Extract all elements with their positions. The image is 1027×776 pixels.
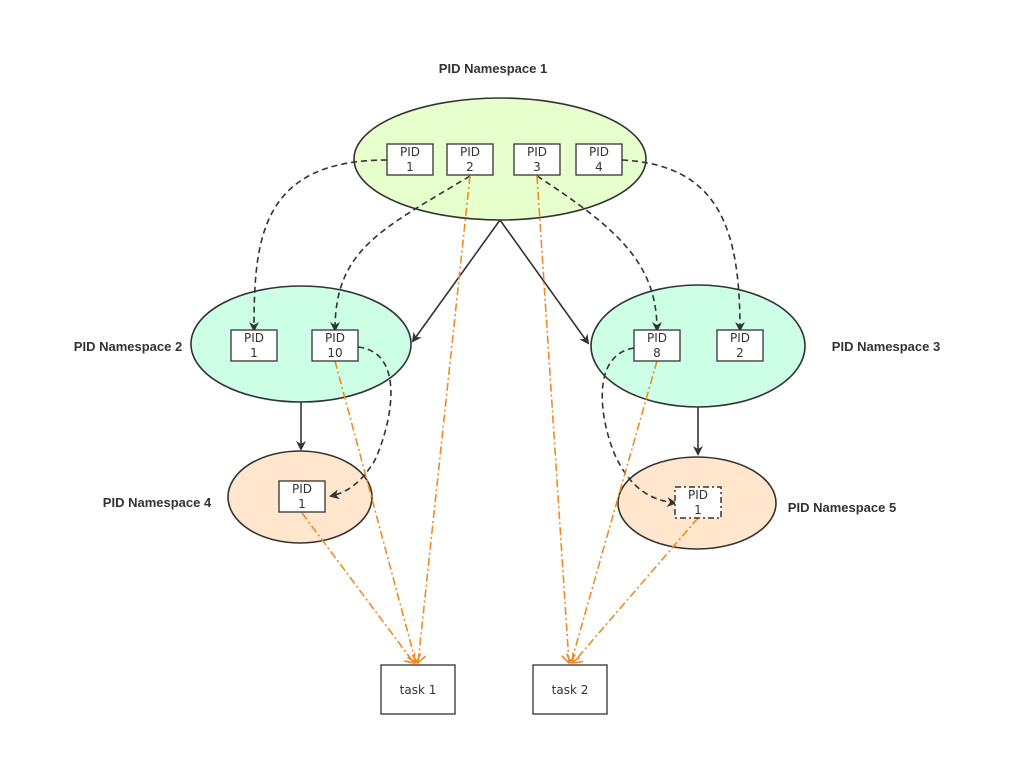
pid-box-number: 2 — [736, 346, 744, 360]
pid-box-ns1-1[interactable]: PID 1 — [386, 143, 434, 176]
pid-box-ns5-1[interactable]: PID 1 — [674, 486, 722, 519]
task2-arrow-from-ns3p8 — [571, 360, 658, 663]
namespace-3-label: PID Namespace 3 — [832, 339, 940, 354]
pid-box-label: PID — [244, 331, 264, 345]
task-1-label: task 1 — [400, 683, 437, 697]
pid-box-ns1-3[interactable]: PID 3 — [513, 143, 561, 176]
pid-box-number: 3 — [533, 160, 541, 174]
pid-box-ns3-8[interactable]: PID 8 — [633, 329, 681, 362]
pid-box-number: 1 — [694, 503, 702, 517]
task1-arrow-from-ns2p10 — [334, 360, 416, 663]
task-1-box[interactable]: task 1 — [380, 664, 456, 715]
pid-box-label: PID — [325, 331, 345, 345]
task2-arrow-from-ns5p1 — [573, 517, 699, 663]
pid-map-ns3p8-to-ns5p1 — [601, 347, 677, 508]
pid-box-ns2-1[interactable]: PID 1 — [230, 329, 278, 362]
task1-arrow-from-ns4p1 — [301, 512, 414, 663]
pid-box-number: 4 — [595, 160, 603, 174]
namespace-1-label: PID Namespace 1 — [439, 61, 547, 76]
pid-box-label: PID — [460, 145, 480, 159]
pid-box-ns4-1[interactable]: PID 1 — [278, 480, 326, 513]
ns1-to-ns2-arrow — [411, 219, 501, 343]
namespace-3-ellipse[interactable] — [590, 284, 806, 408]
namespace-5-label: PID Namespace 5 — [788, 500, 896, 515]
pid-map-ns1p1-to-ns2p1 — [249, 159, 388, 332]
pid-box-label: PID — [527, 145, 547, 159]
pid-box-number: 8 — [653, 346, 661, 360]
pid-box-label: PID — [589, 145, 609, 159]
pid-box-label: PID — [688, 488, 708, 502]
task-2-label: task 2 — [552, 683, 589, 697]
pid-box-number: 1 — [250, 346, 258, 360]
pid-map-ns1p4-to-ns3p2 — [621, 159, 745, 332]
pid-box-ns1-2[interactable]: PID 2 — [446, 143, 494, 176]
pid-map-ns1p2-to-ns2p10 — [330, 175, 471, 332]
task2-arrow-from-ns1p3 — [536, 175, 569, 663]
namespace-4-label: PID Namespace 4 — [103, 495, 212, 510]
pid-box-ns1-4[interactable]: PID 4 — [575, 143, 623, 176]
pid-box-label: PID — [292, 482, 312, 496]
task1-arrow-from-ns1p2 — [418, 175, 471, 663]
task-2-box[interactable]: task 2 — [532, 664, 608, 715]
pid-box-number: 10 — [327, 346, 342, 360]
pid-map-ns1p3-to-ns3p8 — [536, 175, 662, 332]
pid-map-ns2p10-to-ns4p1 — [329, 346, 392, 500]
pid-box-number: 1 — [298, 497, 306, 511]
ns1-to-ns3-arrow — [499, 219, 590, 345]
pid-box-label: PID — [647, 331, 667, 345]
pid-box-number: 2 — [466, 160, 474, 174]
namespace-2-label: PID Namespace 2 — [74, 339, 182, 354]
namespace-2-ellipse[interactable] — [190, 285, 412, 403]
pid-box-ns3-2[interactable]: PID 2 — [716, 329, 764, 362]
pid-box-label: PID — [400, 145, 420, 159]
pid-box-number: 1 — [406, 160, 414, 174]
pid-box-ns2-10[interactable]: PID 10 — [311, 329, 359, 362]
pid-box-label: PID — [730, 331, 750, 345]
